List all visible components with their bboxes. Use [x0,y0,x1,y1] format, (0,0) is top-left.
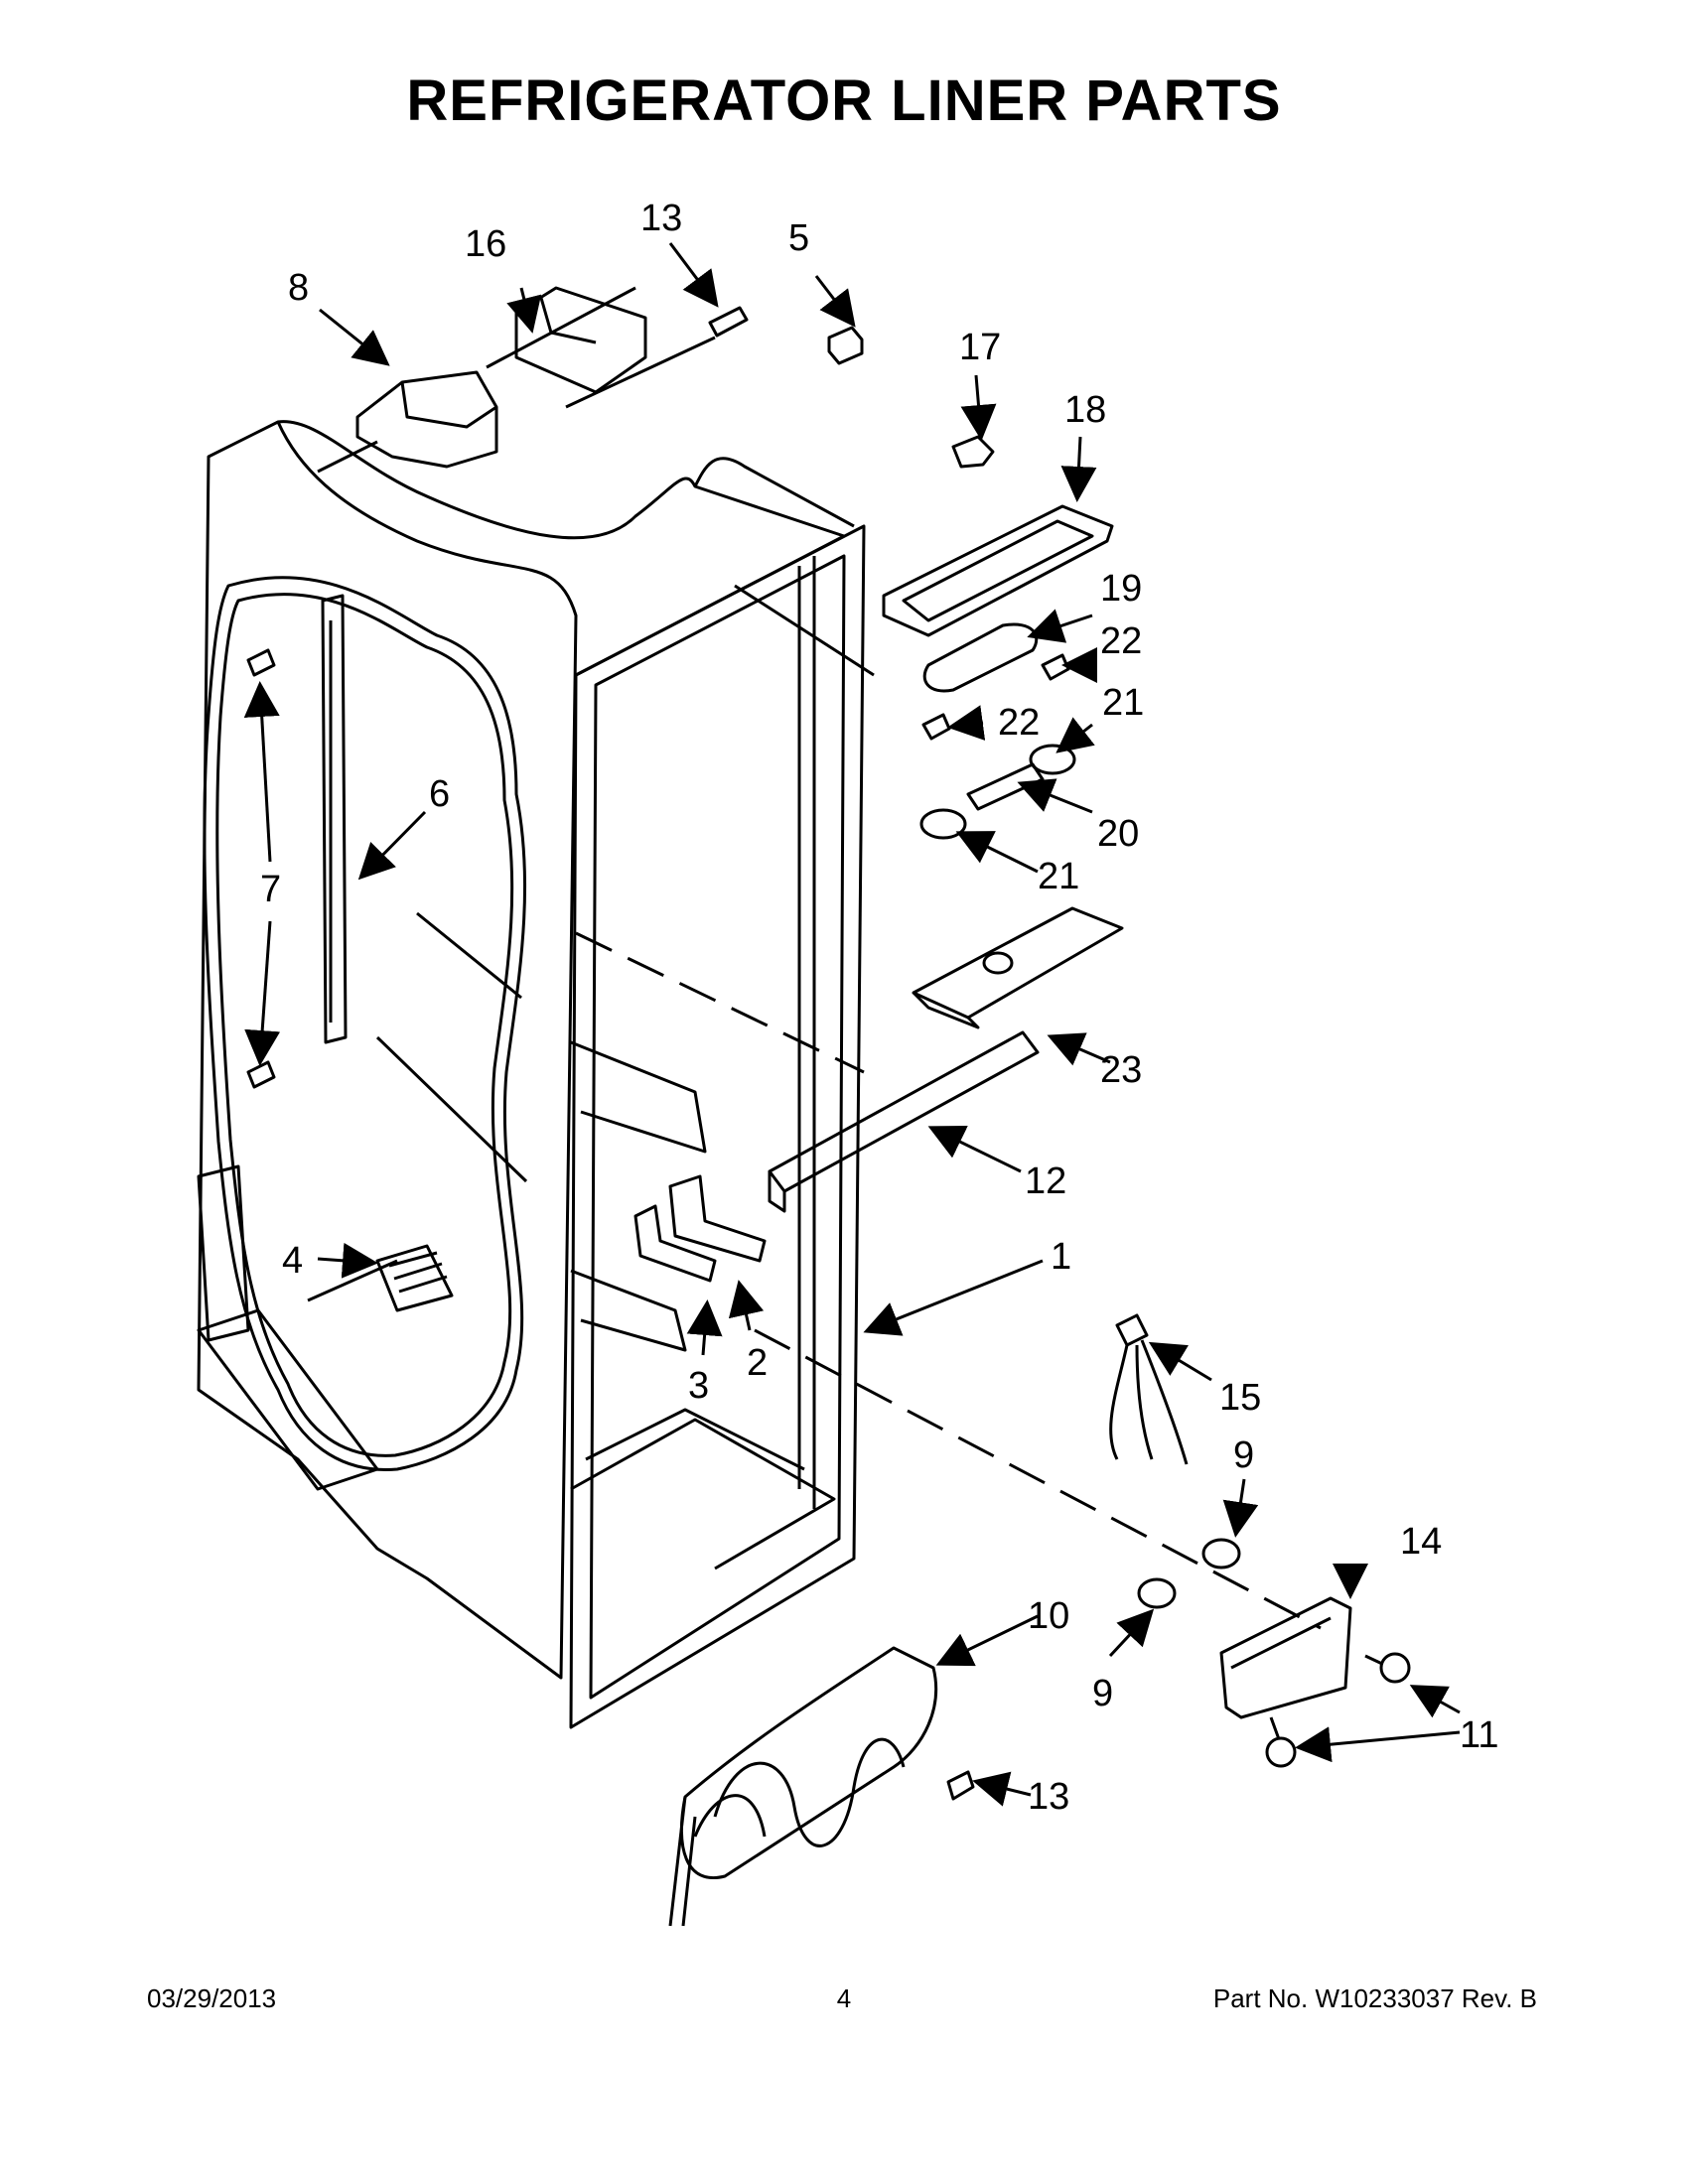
part-18-light-tray [882,504,1114,637]
callout-6: 6 [429,773,450,815]
callout-labels: 1 2 3 4 5 6 7 8 9 9 10 11 12 13 13 14 15… [260,198,1498,1818]
callout-3: 3 [688,1365,709,1407]
callout-7: 7 [260,869,281,910]
part-9-grommet-upper [1201,1538,1241,1570]
callout-11: 11 [1460,1714,1498,1756]
liner-part-1 [197,420,1322,1729]
part-15-wire-harness [1109,1313,1189,1465]
callout-20: 20 [1097,813,1139,855]
callout-8: 8 [288,267,309,309]
callout-1: 1 [1051,1236,1071,1278]
part-14-drain-trough [1219,1596,1352,1719]
leader-arrows [243,242,1461,1807]
part-12-cover-strip [768,1030,1040,1213]
callout-9-upper: 9 [1233,1434,1254,1476]
part-13-screw-top [708,306,749,338]
callout-22-left: 22 [998,702,1040,744]
part-9-grommet-lower [1137,1577,1177,1609]
part-21-bulb-upper [1029,744,1076,775]
callout-16: 16 [465,223,506,265]
callout-9-lower: 9 [1092,1673,1113,1714]
callout-17: 17 [959,327,1001,368]
part-22-screw-left [921,713,951,741]
part-7-screw-upper [246,648,276,677]
part-23-lamp-housing [912,906,1124,1029]
callout-12: 12 [1025,1160,1066,1202]
callout-2: 2 [747,1342,768,1384]
callout-22-right: 22 [1100,620,1142,662]
part-22-screw-right [1041,653,1070,681]
part-11-screw-lower [1265,1716,1297,1768]
callout-13-top: 13 [640,198,682,239]
footer-page-number: 4 [836,1983,852,2013]
callout-21-lower: 21 [1038,856,1079,897]
part-2-bracket [668,1174,767,1263]
part-3-bracket [633,1204,717,1283]
callout-19: 19 [1100,568,1142,610]
part-19-light-cover [922,622,1039,693]
callout-23: 23 [1100,1049,1142,1091]
part-7-screw-lower [246,1060,276,1089]
callout-18: 18 [1064,389,1106,431]
part-13-screw-bottom [946,1770,975,1801]
footer-date: 03/29/2013 [147,1983,277,2013]
part-21-bulb-lower [919,808,967,840]
part-4-vent [375,1244,454,1312]
callout-21-upper: 21 [1102,682,1144,724]
callout-10: 10 [1028,1595,1069,1637]
footer-part-number: Part No. W10233037 Rev. B [1212,1983,1537,2013]
callout-13-bottom: 13 [1028,1776,1069,1818]
callout-15: 15 [1219,1377,1261,1419]
callout-5: 5 [788,217,809,259]
part-10-defrost-heater [668,1646,938,1927]
callout-14: 14 [1400,1521,1442,1563]
part-8-housing [317,370,498,474]
part-11-screw-upper [1364,1652,1411,1684]
part-5-clip [827,326,864,365]
part-16-bracket [486,286,716,409]
page-title: REFRIGERATOR LINER PARTS [406,68,1282,133]
part-17-socket [951,435,995,469]
callout-4: 4 [282,1240,303,1282]
